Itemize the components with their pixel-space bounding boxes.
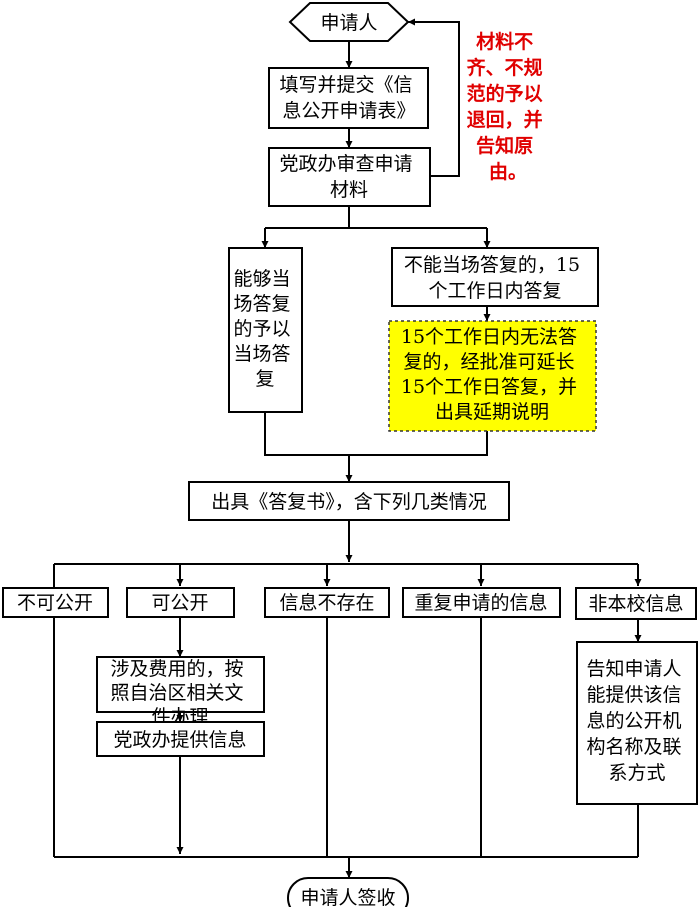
reply-now-line-5: 复 xyxy=(255,368,274,390)
fees-line-2: 照自治区相关文 xyxy=(110,682,243,704)
fees-line-1: 涉及费用的，按 xyxy=(110,658,243,680)
note-line-6: 由。 xyxy=(489,160,527,183)
not-exist-label: 信息不存在 xyxy=(279,592,374,614)
inform-line-2: 能提供该信 xyxy=(586,684,681,706)
fill-form-line-2: 息公开申请表》 xyxy=(282,100,415,122)
extend-line-4: 出具延期说明 xyxy=(435,401,549,423)
extend-line-2: 复的，经批准可延长 xyxy=(403,351,574,373)
svg-text:材料不 齐、不规 范的予以: 材料不 齐、不规 范的予以 退回，并 告知原 由。 xyxy=(467,30,550,183)
note-line-1: 材料不 xyxy=(476,30,533,53)
reply-now-line-3: 的予以 xyxy=(233,318,290,340)
note-line-5: 告知原 xyxy=(476,134,533,157)
reply-15-line-2: 个工作日内答复 xyxy=(428,280,561,302)
non-school-node: 非本校信息 xyxy=(575,587,697,620)
reply-15-node: 不能当场答复的，15 个工作日内答复 xyxy=(391,247,599,307)
provide-node: 党政办提供信息 xyxy=(96,721,265,757)
applicant-node: 申请人 xyxy=(288,2,410,42)
svg-text:信息不存在: 信息不存在 xyxy=(279,592,374,614)
repeat-label: 重复申请的信息 xyxy=(414,592,547,614)
issue-reply-box xyxy=(188,481,510,521)
non-school-label: 非本校信息 xyxy=(588,593,683,615)
reply-15-line-1: 不能当场答复的，15 xyxy=(404,254,580,276)
inform-line-1: 告知申请人 xyxy=(586,658,681,680)
not-public-node: 不可公开 xyxy=(2,587,109,618)
applicant-label: 申请人 xyxy=(320,12,377,34)
merge-reply-now xyxy=(264,412,349,456)
sign-label: 申请人签收 xyxy=(300,887,395,907)
not-public-box xyxy=(2,587,109,618)
sign-terminator xyxy=(287,877,409,907)
svg-text:告知申请人 能提供该信 息的公开机: 告知申请人 能提供该信 息的公开机 构名称及联 系方式 xyxy=(586,658,687,784)
svg-text:出具《答复书》，含下列几类情况: 出具《答复书》，含下列几类情况 xyxy=(211,491,487,513)
svg-text:重复申请的信息: 重复申请的信息 xyxy=(414,592,547,614)
applicant-hexagon xyxy=(288,2,410,42)
review-line-2: 材料 xyxy=(330,179,368,201)
inform-line-4: 构名称及联 xyxy=(586,736,681,758)
not-exist-node: 信息不存在 xyxy=(264,587,390,618)
repeat-node: 重复申请的信息 xyxy=(402,587,561,618)
extend-line-3: 15个工作日答复，并 xyxy=(401,376,577,398)
fees-node: 涉及费用的，按 照自治区相关文 件办理 xyxy=(96,656,265,728)
svg-text:填写并提交《信 息公开申请表》: 填写并提交《信 息公开申请表》 xyxy=(279,74,418,122)
svg-text:申请人签收: 申请人签收 xyxy=(300,887,395,907)
svg-text:党政办审查申请 材料: 党政办审查申请 材料 xyxy=(279,153,418,201)
svg-text:非本校信息: 非本校信息 xyxy=(588,593,683,615)
public-label: 可公开 xyxy=(151,592,208,614)
svg-text:申请人: 申请人 xyxy=(320,12,377,34)
note-line-3: 范的予以 xyxy=(467,82,543,105)
fill-form-line-1: 填写并提交《信 xyxy=(279,74,412,96)
reply-now-line-1: 能够当 xyxy=(233,268,290,290)
svg-text:党政办提供信息: 党政办提供信息 xyxy=(113,729,246,751)
reply-now-box xyxy=(228,247,303,413)
provide-label: 党政办提供信息 xyxy=(113,729,246,751)
extend-node: 15个工作日内无法答 复的，经批准可延长 15个工作日答复，并 出具延期说明 xyxy=(388,320,597,432)
repeat-box xyxy=(402,587,561,618)
inform-line-3: 息的公开机 xyxy=(586,710,681,732)
issue-reply-node: 出具《答复书》，含下列几类情况 xyxy=(188,481,510,521)
issue-reply-label: 出具《答复书》，含下列几类情况 xyxy=(211,491,487,513)
review-line-1: 党政办审查申请 xyxy=(279,153,412,175)
return-arrow-review-to-applicant xyxy=(408,18,460,177)
inform-box xyxy=(576,641,698,805)
svg-text:可公开: 可公开 xyxy=(151,592,208,614)
fill-form-node: 填写并提交《信 息公开申请表》 xyxy=(268,67,429,129)
reply-15-box xyxy=(391,247,599,307)
connectors xyxy=(53,18,642,878)
extend-line-1: 15个工作日内无法答 xyxy=(401,326,577,348)
public-box xyxy=(126,587,235,618)
inform-node: 告知申请人 能提供该信 息的公开机 构名称及联 系方式 xyxy=(576,641,698,805)
svg-text:不可公开: 不可公开 xyxy=(17,592,93,614)
fill-form-box xyxy=(268,67,429,129)
svg-text:15个工作日内无法答 复的，经批准可延长: 15个工作日内无法答 复的，经批准可延长 15个工作日答复，并 出具延期说明 xyxy=(401,326,583,423)
note-line-2: 齐、不规 xyxy=(467,56,543,79)
reply-now-line-4: 当场答 xyxy=(233,343,290,365)
svg-text:涉及费用的，按 照自治区相关文 件办: 涉及费用的，按 照自治区相关文 件办理 xyxy=(110,658,249,728)
review-node: 党政办审查申请 材料 xyxy=(268,147,431,207)
return-note: 材料不 齐、不规 范的予以 退回，并 告知原 由。 xyxy=(467,30,550,183)
reply-now-line-2: 场答复 xyxy=(233,293,290,315)
reply-now-node: 能够当 场答复 的予以 当场答 复 xyxy=(228,247,303,413)
svg-text:不能当场答复的，15 个工作日内答复: 不能当场答复的，15 个工作日内答复 xyxy=(404,254,586,302)
extend-box xyxy=(388,320,597,432)
merge-extend xyxy=(349,431,488,456)
svg-text:能够当 场答复 的予以: 能够当 场答复 的予以 当场答 复 xyxy=(233,268,296,390)
sign-node: 申请人签收 xyxy=(287,877,409,907)
non-school-box xyxy=(575,587,697,620)
provide-box xyxy=(96,721,265,757)
not-exist-box xyxy=(264,587,390,618)
fees-box xyxy=(96,656,265,713)
note-line-4: 退回，并 xyxy=(467,108,543,131)
inform-line-5: 系方式 xyxy=(608,762,665,784)
public-node: 可公开 xyxy=(126,587,235,618)
review-box xyxy=(268,147,431,207)
not-public-label: 不可公开 xyxy=(17,592,93,614)
